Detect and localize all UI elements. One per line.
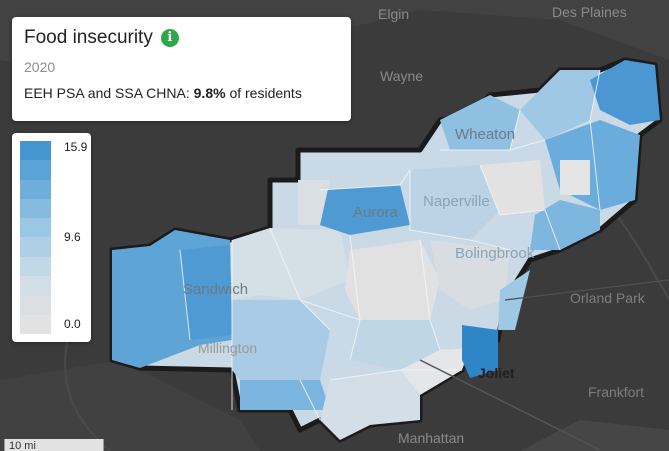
- service-area-regions[interactable]: [109, 57, 663, 443]
- place-label-bolingbrook: Bolingbrook: [455, 245, 535, 262]
- legend-max-label: 15.9: [64, 140, 88, 154]
- stat-prefix: EEH PSA and SSA CHNA:: [24, 85, 194, 101]
- legend-mid-label: 9.6: [64, 230, 81, 244]
- legend-color-step: [20, 237, 51, 257]
- legend-color-ramp: [20, 141, 51, 334]
- legend-color-step: [20, 314, 51, 334]
- place-label-wayne: Wayne: [380, 68, 424, 84]
- place-label-manhattan: Manhattan: [398, 430, 465, 446]
- color-legend: 15.9 9.6 0.0: [12, 133, 91, 342]
- data-year: 2020: [24, 59, 56, 75]
- legend-color-step: [20, 295, 51, 315]
- summary-statistic: EEH PSA and SSA CHNA: 9.8% of residents: [24, 85, 339, 101]
- place-label-wheaton: Wheaton: [455, 126, 516, 143]
- legend-color-step: [20, 141, 51, 161]
- info-icon[interactable]: i: [160, 29, 179, 47]
- indicator-title: Food insecurity: [24, 27, 153, 48]
- legend-color-step: [20, 179, 51, 199]
- legend-color-step: [20, 276, 51, 296]
- legend-color-step: [20, 256, 51, 277]
- legend-color-step: [20, 218, 51, 238]
- place-label-orland-park: Orland Park: [570, 290, 645, 306]
- place-label-elgin: Elgin: [378, 6, 410, 22]
- legend-min-label: 0.0: [64, 317, 81, 331]
- stat-value: 9.8%: [193, 85, 226, 101]
- legend-color-step: [20, 160, 51, 180]
- legend-color-step: [20, 198, 51, 219]
- place-label-naperville: Naperville: [423, 193, 490, 210]
- place-label-des-plaines: Des Plaines: [552, 4, 627, 20]
- place-label-millington: Millington: [198, 340, 258, 356]
- place-label-sandwich: Sandwich: [183, 281, 249, 298]
- place-label-frankfort: Frankfort: [588, 384, 645, 400]
- scale-bar: 10 mi: [4, 439, 104, 451]
- place-label-joliet: Joliet: [478, 365, 515, 381]
- stat-suffix: of residents: [225, 85, 302, 101]
- place-label-aurora: Aurora: [353, 204, 399, 221]
- indicator-info-panel: Food insecurity i 2020 EEH PSA and SSA C…: [12, 17, 351, 121]
